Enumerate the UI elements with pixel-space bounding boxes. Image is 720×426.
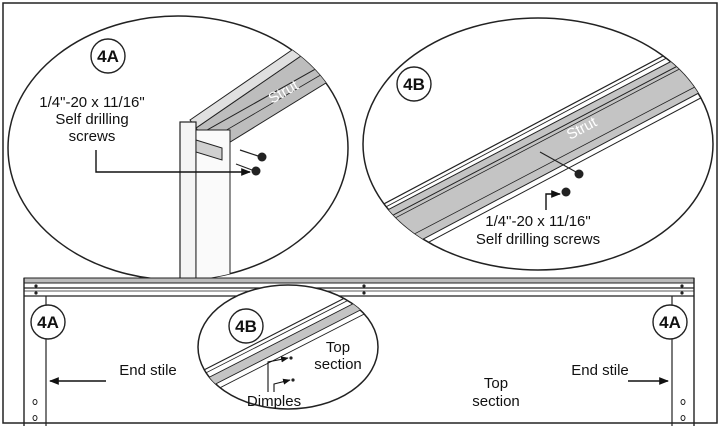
detail-4a-screw-label-line3: screws: [69, 128, 116, 145]
overview-inset-dimples-label: Dimples: [247, 393, 301, 410]
overview-left-badge: 4A: [30, 304, 66, 340]
overview-top-section: [23, 277, 695, 426]
detail-4a: Strut 1/4"-20 x 11/16" Self drilling scr…: [7, 15, 349, 281]
overview-right-badge: 4A: [652, 304, 688, 340]
overview-top-section-label-line2: section: [472, 393, 520, 410]
detail-4b: Strut 1/4"-20 x 11/16" Self drilling scr…: [362, 17, 714, 271]
detail-4b-screw: [539, 151, 584, 197]
svg-text:4A: 4A: [37, 313, 59, 332]
detail-4a-screw-upper: [239, 149, 267, 162]
detail-4a-screw-label-line1: 1/4"-20 x 11/16": [39, 94, 144, 111]
detail-4b-leader-arrow: [545, 190, 561, 210]
detail-4a-screw-label-line2: Self drilling: [55, 111, 128, 128]
svg-text:4B: 4B: [235, 317, 257, 336]
detail-4a-badge: 4A: [90, 38, 126, 74]
svg-text:4A: 4A: [659, 313, 681, 332]
detail-4b-badge: 4B: [396, 66, 432, 102]
detail-4b-screw-label-line1: 1/4"-20 x 11/16": [485, 213, 590, 230]
detail-4a-stile: [179, 121, 197, 280]
overview-center-badge: 4B: [228, 308, 264, 344]
overview-inset-top-section-line1: Top: [326, 339, 350, 356]
detail-4a-leader-arrow: [95, 150, 251, 176]
svg-text:4A: 4A: [97, 47, 119, 66]
detail-4b-screw-label-line2: Self drilling screws: [476, 231, 600, 248]
detail-4b-strut: [379, 29, 713, 269]
overview-left-end-stile-label: End stile: [119, 362, 177, 379]
svg-text:4B: 4B: [403, 75, 425, 94]
overview-inset-4b: [197, 284, 379, 410]
overview-inset-top-section-line2: section: [314, 356, 362, 373]
overview-top-rail: [23, 277, 695, 284]
overview-top-section-label-line1: Top: [484, 375, 508, 392]
overview-right-end-stile-label: End stile: [571, 362, 629, 379]
